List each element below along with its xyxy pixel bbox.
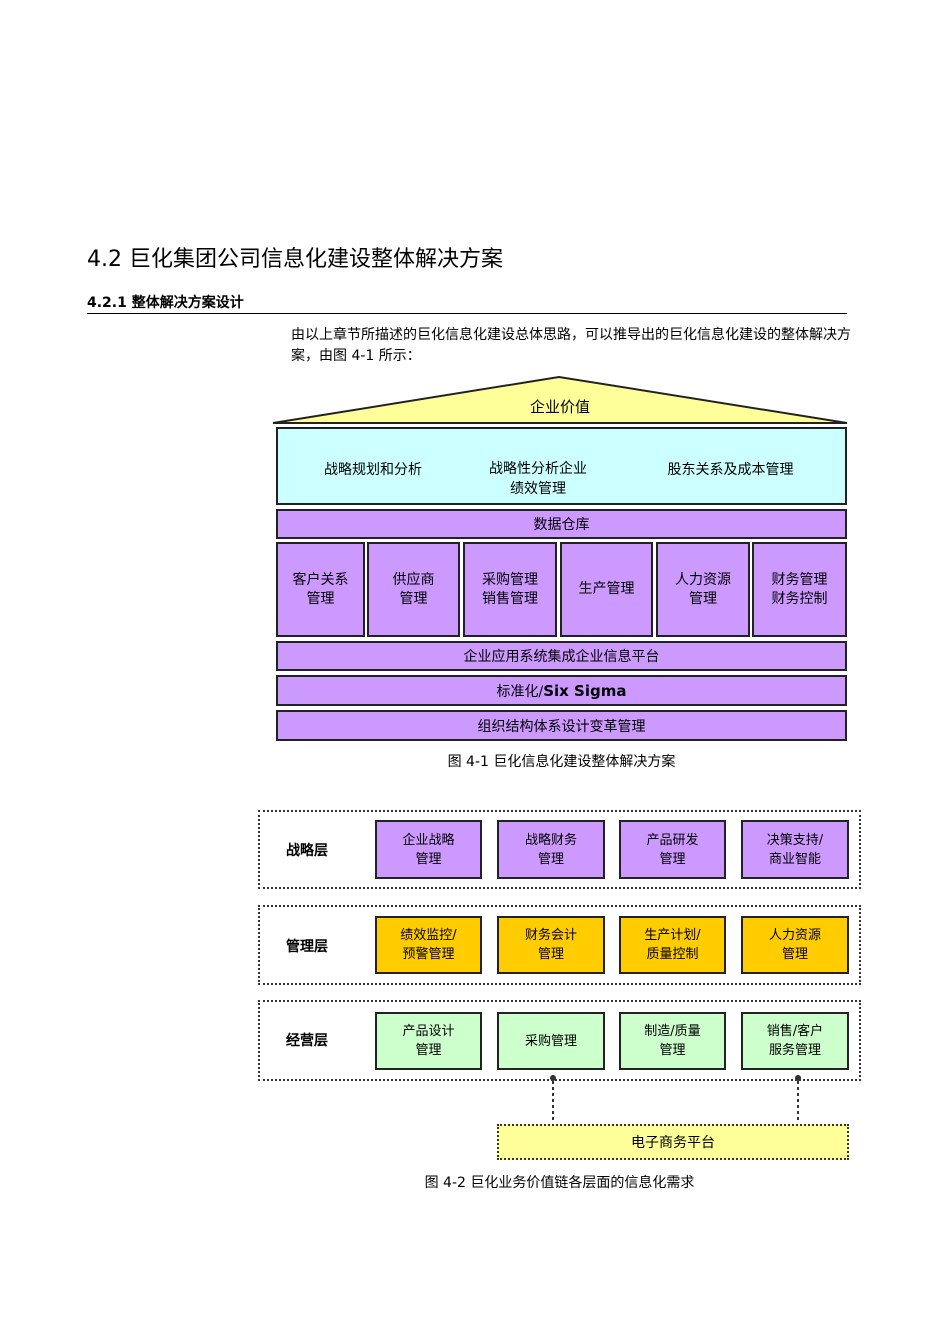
cell-ops-design: 产品设计 管理 (375, 1012, 482, 1070)
figure-4-2-caption: 图 4-2 巨化业务价值链各层面的信息化需求 (424, 1175, 695, 1191)
org-structure-bar: 组织结构体系设计变革管理 (276, 710, 847, 741)
org-structure-label: 组织结构体系设计变革管理 (477, 718, 646, 735)
top-item-shareholder: 股东关系及成本管理 (667, 462, 794, 478)
standardization-prefix: 标准化/ (496, 683, 544, 700)
standardization-bar: 标准化/Six Sigma (276, 675, 847, 706)
cell-strategy-rnd: 产品研发 管理 (619, 820, 726, 879)
intro-paragraph: 由以上章节所描述的巨化信息化建设总体思路，可以推导出的巨化信息化建设的整体解决方… (291, 327, 851, 364)
figure-4-1-roof: 企业价值 (270, 374, 850, 426)
layer-operations (258, 1000, 861, 1081)
top-item-performance: 战略性分析企业 绩效管理 (489, 461, 587, 497)
cell-strategy-finance: 战略财务 管理 (497, 820, 605, 879)
cell-ops-purchasing: 采购管理 (497, 1012, 605, 1070)
layer-management (258, 905, 861, 985)
integration-platform-label: 企业应用系统集成企业信息平台 (463, 649, 660, 665)
top-item-strategy-planning: 战略规划和分析 (324, 462, 422, 478)
cell-mgmt-hr: 人力资源 管理 (741, 916, 849, 974)
subsection-title: 4.2.1 整体解决方案设计 (87, 295, 244, 311)
layer-label-management: 管理层 (286, 939, 328, 955)
section-title: 4.2 巨化集团公司信息化建设整体解决方案 (87, 247, 503, 272)
six-sigma-label: Six Sigma (543, 681, 627, 700)
cell-mgmt-accounting: 财务会计 管理 (497, 916, 605, 974)
module-finance: 财务管理 财务控制 (752, 542, 847, 637)
module-production: 生产管理 (560, 542, 653, 637)
layer-label-operations: 经营层 (286, 1033, 328, 1049)
figure-4-1-caption: 图 4-1 巨化信息化建设整体解决方案 (447, 754, 676, 770)
module-hr: 人力资源 管理 (656, 542, 750, 637)
data-warehouse-label: 数据仓库 (533, 517, 590, 533)
cell-mgmt-production-plan: 生产计划/ 质量控制 (619, 916, 726, 974)
cell-ops-manufacturing: 制造/质量 管理 (619, 1012, 726, 1070)
ecommerce-platform: 电子商务平台 (497, 1124, 849, 1160)
module-crm: 客户关系 管理 (276, 542, 365, 637)
cell-strategy-bi: 决策支持/ 商业智能 (741, 820, 849, 879)
roof-triangle (272, 375, 848, 424)
layer-label-strategy: 战略层 (286, 843, 328, 859)
ecommerce-platform-label: 电子商务平台 (631, 1135, 715, 1151)
cell-ops-sales: 销售/客户 服务管理 (741, 1012, 849, 1070)
heading-divider (87, 313, 847, 314)
cell-strategy-corporate: 企业战略 管理 (375, 820, 482, 879)
roof-label: 企业价值 (529, 398, 590, 416)
integration-platform-bar: 企业应用系统集成企业信息平台 (276, 641, 847, 671)
strategy-analysis-box: 战略规划和分析 战略性分析企业 绩效管理 股东关系及成本管理 (276, 427, 847, 505)
module-purchase-sales: 采购管理 销售管理 (463, 542, 557, 637)
layer-strategy (258, 810, 861, 889)
data-warehouse-bar: 数据仓库 (276, 509, 847, 539)
cell-mgmt-performance: 绩效监控/ 预警管理 (375, 916, 482, 974)
module-supplier: 供应商 管理 (367, 542, 460, 637)
